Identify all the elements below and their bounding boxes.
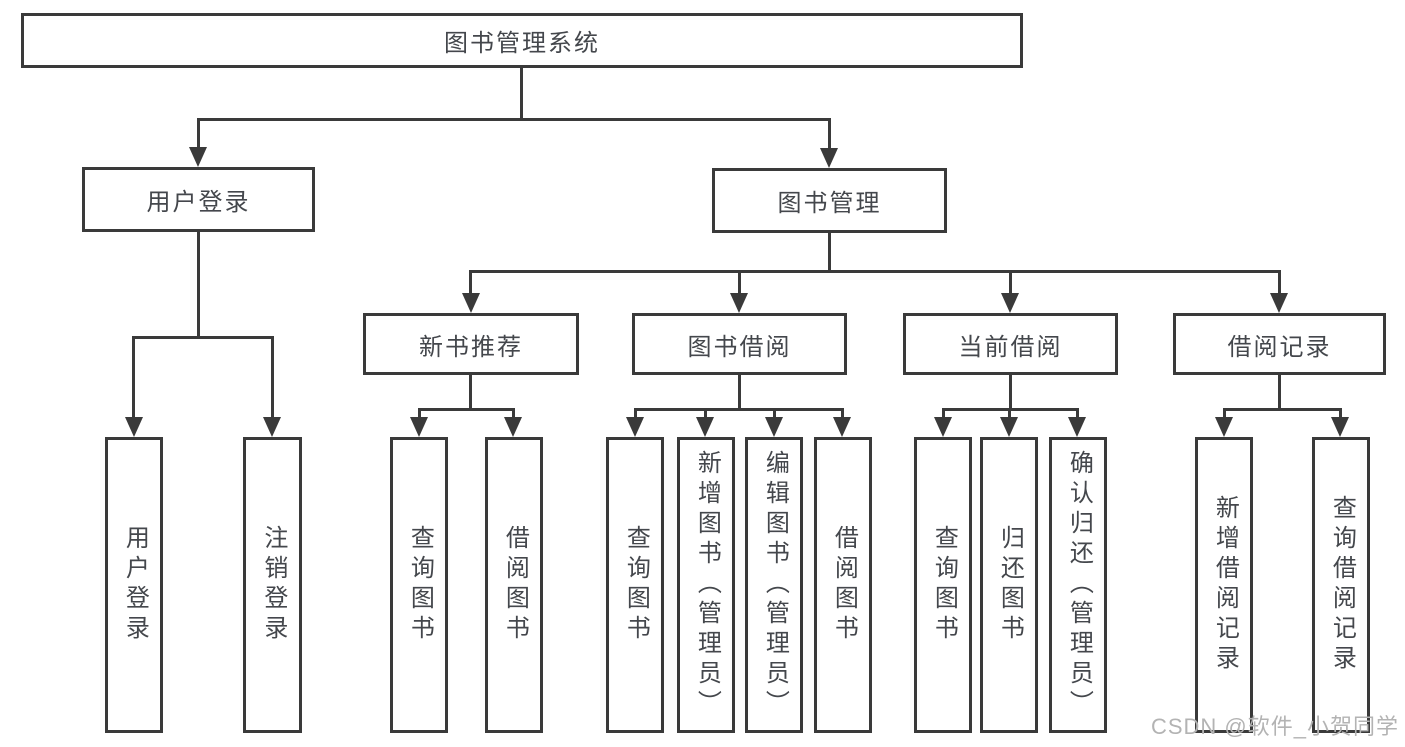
node-label: 借阅图书 (501, 525, 529, 645)
node-library-management-system: 图书管理系统 (21, 13, 1023, 68)
connector-root-bar (197, 118, 831, 121)
arrowhead-query-books-current (934, 417, 952, 437)
connector-bookmgmt-drop-4 (1278, 270, 1281, 296)
node-label: 用户登录 (121, 525, 149, 645)
connector-bookmgmt-drop-2 (738, 270, 741, 296)
arrowhead-add-borrow-record (1215, 417, 1233, 437)
node-borrowing-records: 借阅记录 (1173, 313, 1386, 375)
node-label: 图书借阅 (687, 333, 792, 361)
node-label: 图书管理系统 (444, 30, 600, 57)
node-add-borrow-record: 新增借阅记录 (1195, 437, 1253, 733)
node-query-borrow-record: 查询借阅记录 (1312, 437, 1370, 733)
node-query-books-borrow: 查询图书 (606, 437, 664, 733)
connector-borrowing-bar (634, 408, 844, 411)
connector-root-drop-left (197, 118, 200, 150)
arrowhead-confirm-return-admin (1068, 417, 1086, 437)
arrowhead-borrowing-records (1270, 293, 1288, 313)
node-label: 用户登录 (146, 189, 251, 216)
node-label: 查询借阅记录 (1328, 495, 1356, 675)
connector-newbook-bar (418, 408, 515, 411)
connector-root-stem (520, 68, 523, 120)
arrowhead-add-books-admin (696, 417, 714, 437)
connector-borrowing-drop-2 (704, 408, 707, 420)
node-label: 查询图书 (930, 525, 958, 645)
connector-records-drop-2 (1339, 408, 1342, 420)
arrowhead-logout (263, 417, 281, 437)
node-current-borrowing: 当前借阅 (903, 313, 1118, 375)
arrowhead-user-login-branch (189, 147, 207, 167)
arrowhead-book-management-branch (820, 148, 838, 168)
connector-newbook-drop-2 (512, 408, 515, 420)
connector-current-drop-2 (1008, 408, 1011, 420)
connector-userlogin-drop-1 (132, 336, 135, 420)
node-label: 当前借阅 (958, 333, 1063, 361)
connector-records-stem (1278, 375, 1281, 411)
arrowhead-book-borrowing (730, 293, 748, 313)
connector-borrowing-drop-1 (634, 408, 637, 420)
connector-current-drop-1 (942, 408, 945, 420)
node-label: 图书管理 (777, 190, 882, 217)
node-user-login: 用户登录 (105, 437, 163, 733)
arrowhead-query-books-borrow (626, 417, 644, 437)
arrowhead-query-borrow-record (1331, 417, 1349, 437)
connector-userlogin-stem (197, 232, 200, 339)
connector-bookmgmt-bar (470, 270, 1281, 273)
arrowhead-query-books-recommend (410, 417, 428, 437)
node-label: 注销登录 (259, 525, 287, 645)
connector-userlogin-bar (133, 336, 274, 339)
node-label: 查询图书 (406, 525, 434, 645)
node-query-books-recommend: 查询图书 (390, 437, 448, 733)
csdn-watermark: CSDN @软件_小贺同学 (1150, 714, 1399, 739)
connector-records-bar (1223, 408, 1342, 411)
arrowhead-borrow-books-recommend (504, 417, 522, 437)
node-book-management-branch: 图书管理 (712, 168, 947, 233)
node-borrow-books-recommend: 借阅图书 (485, 437, 543, 733)
node-label: 编辑图书（管理员） (761, 450, 789, 720)
node-label: 新增图书（管理员） (693, 450, 721, 720)
node-borrow-books: 借阅图书 (814, 437, 872, 733)
node-user-login-branch: 用户登录 (82, 167, 315, 232)
arrowhead-current-borrowing (1001, 293, 1019, 313)
connector-bookmgmt-stem (828, 233, 831, 273)
arrowhead-edit-books-admin (765, 417, 783, 437)
arrowhead-return-books (1000, 417, 1018, 437)
node-label: 借阅图书 (830, 525, 858, 645)
connector-root-drop-right (828, 118, 831, 150)
connector-borrowing-drop-3 (773, 408, 776, 420)
node-label: 归还图书 (996, 525, 1024, 645)
arrowhead-user-login (125, 417, 143, 437)
node-book-borrowing: 图书借阅 (632, 313, 847, 375)
node-logout: 注销登录 (243, 437, 302, 733)
node-return-books: 归还图书 (980, 437, 1038, 733)
connector-records-drop-1 (1223, 408, 1226, 420)
connector-current-drop-3 (1076, 408, 1079, 420)
connector-newbook-drop-1 (418, 408, 421, 420)
node-label: 借阅记录 (1227, 333, 1332, 361)
arrowhead-new-book-recommendation (462, 293, 480, 313)
node-label: 新书推荐 (419, 333, 523, 361)
connector-bookmgmt-drop-3 (1009, 270, 1012, 296)
node-edit-books-admin: 编辑图书（管理员） (745, 437, 803, 733)
connector-userlogin-drop-2 (271, 336, 274, 420)
node-label: 新增借阅记录 (1211, 495, 1239, 675)
node-label: 查询图书 (622, 525, 650, 645)
connector-current-stem (1009, 375, 1012, 411)
node-query-books-current: 查询图书 (914, 437, 972, 733)
connector-bookmgmt-drop-1 (469, 270, 472, 296)
node-label: 确认归还（管理员） (1065, 450, 1093, 720)
node-new-book-recommendation: 新书推荐 (363, 313, 579, 375)
connector-newbook-stem (469, 375, 472, 411)
connector-borrowing-drop-4 (841, 408, 844, 420)
node-confirm-return-admin: 确认归还（管理员） (1049, 437, 1107, 733)
arrowhead-borrow-books (833, 417, 851, 437)
node-add-books-admin: 新增图书（管理员） (677, 437, 735, 733)
connector-borrowing-stem (738, 375, 741, 411)
